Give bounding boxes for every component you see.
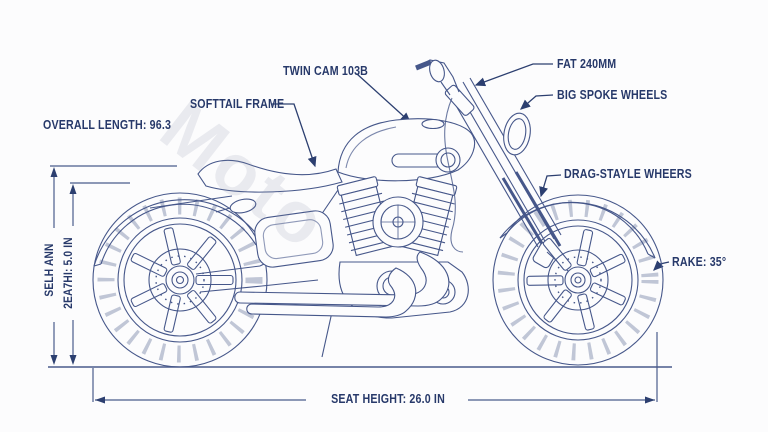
seat: [197, 159, 343, 193]
label-drag-style-wheels: DRAG-STAYLE WHEERS: [564, 166, 692, 181]
label-rake: RAKE: 35°: [672, 254, 727, 269]
fuel-tank: [337, 118, 476, 182]
kickstand: [321, 311, 333, 358]
handlebar: [415, 59, 460, 96]
front-wheel: [492, 194, 664, 366]
dimension-lines: [48, 165, 672, 404]
label-fat-tire: FAT 240MM: [557, 56, 617, 71]
label-overall-length: OVERALL LENGTH: 96.3: [43, 117, 172, 132]
motorcycle: [92, 59, 664, 368]
label-vertical-outer: SELH ANN: [42, 243, 56, 297]
label-twin-cam: TWIN CAM 103B: [283, 63, 369, 78]
headlight: [503, 112, 531, 156]
brake-cable: [444, 97, 464, 253]
label-seat-height: SEAT HEIGHT: 26.0 IN: [331, 391, 445, 406]
leader-drag-style: [539, 174, 562, 198]
label-vertical-inner: 2EA7HI: 5.0 IN: [61, 237, 75, 309]
turn-signal: [229, 198, 257, 214]
leader-big-spoke: [520, 94, 554, 110]
leader-rake: [653, 260, 670, 271]
label-softail-frame: SOFTTAIL FRAME: [190, 96, 285, 111]
leader-lines: [272, 63, 670, 271]
mirror: [429, 59, 445, 83]
leader-softail: [272, 103, 317, 168]
fuel-cap: [421, 118, 445, 130]
rear-wheel: [92, 192, 268, 368]
exhaust: [234, 251, 450, 318]
leader-fat: [474, 63, 553, 87]
rear-brake-disc: [148, 248, 212, 312]
label-big-spoke-wheels: BIG SPOKE WHEELS: [557, 87, 668, 102]
front-brake-disc: [547, 249, 609, 311]
leader-twin-cam: [356, 73, 411, 123]
